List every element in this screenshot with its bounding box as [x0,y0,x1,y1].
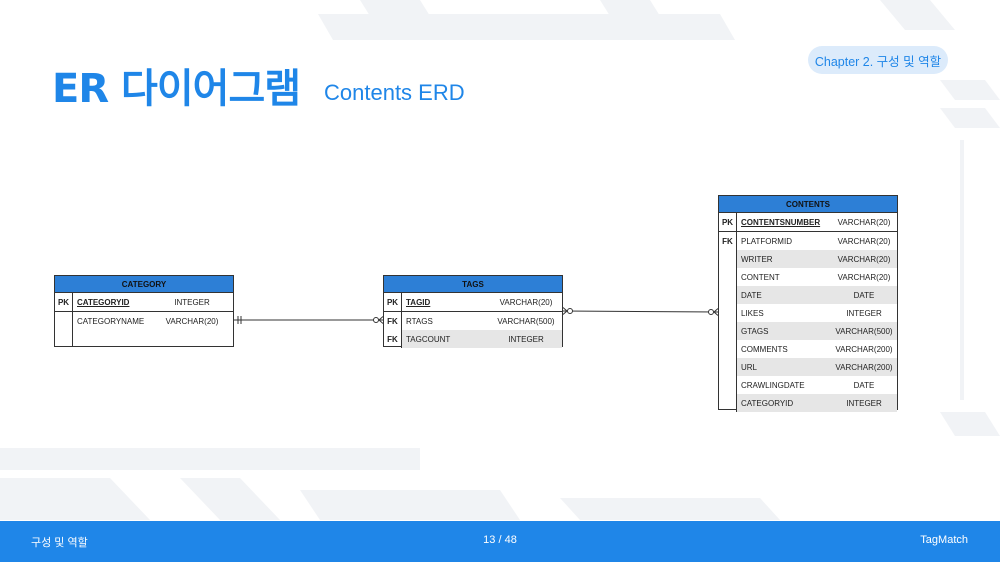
table-row: CONTENT VARCHAR(20) [719,268,897,286]
column-type: VARCHAR(200) [831,358,897,376]
footer-bar: 구성 및 역할 13 / 48 TagMatch [0,521,1000,562]
key-cell: PK [384,293,402,311]
column-name: GTAGS [737,322,831,340]
column-name: CATEGORYNAME [77,316,145,326]
table-row: FK TAGCOUNT INTEGER [384,330,562,348]
key-cell [719,394,737,412]
column-name: CONTENTSNUMBER [741,217,821,227]
table-row: CATEGORYNAME VARCHAR(20) [55,312,233,330]
key-cell [719,358,737,376]
key-cell: FK [719,232,737,250]
column-name: WRITER [737,250,831,268]
column-type: INTEGER [174,297,210,307]
table-header: TAGS [384,276,562,293]
footer-section: 구성 및 역할 [31,537,88,549]
key-cell [719,250,737,268]
column-name: DATE [737,286,831,304]
column-type: INTEGER [490,330,562,348]
column-type: DATE [853,380,875,390]
table-header: CATEGORY [55,276,233,293]
tags-table: TAGS PK TAGID VARCHAR(20) FK RTAGS VARCH… [383,275,563,348]
column-name: PLATFORMID [741,236,792,246]
table-row: WRITER VARCHAR(20) [719,250,897,268]
footer-brand: TagMatch [920,534,968,546]
table-row: URL VARCHAR(200) [719,358,897,376]
column-name: RTAGS [406,316,433,326]
page-number: 13 / 48 [483,534,517,546]
key-cell [719,304,737,322]
table-filler-row [55,330,233,347]
column-name: TAGID [406,297,431,307]
page-subtitle: Contents ERD [324,80,465,105]
key-cell: PK [719,213,737,231]
column-type: VARCHAR(20) [837,236,891,246]
key-cell [719,286,737,304]
key-cell [55,312,73,330]
table-header: CONTENTS [719,196,897,213]
column-name: COMMENTS [741,344,788,354]
column-type: VARCHAR(20) [165,316,219,326]
table-row: COMMENTS VARCHAR(200) [719,340,897,358]
column-name: CRAWLINGDATE [741,380,805,390]
table-row: GTAGS VARCHAR(500) [719,322,897,340]
column-type: VARCHAR(20) [837,217,891,227]
column-name: TAGCOUNT [402,330,490,348]
key-cell [719,376,737,394]
column-type: INTEGER [846,308,882,318]
table-row-pk: PK CONTENTSNUMBER VARCHAR(20) [719,213,897,232]
column-name: LIKES [741,308,764,318]
column-name: CONTENT [741,272,780,282]
table-row: CATEGORYID INTEGER [719,394,897,412]
chapter-badge: Chapter 2. 구성 및 역할 [808,46,948,74]
relation-tags-contents [562,310,719,313]
table-row: DATE DATE [719,286,897,304]
key-cell: FK [384,312,402,330]
column-name: URL [737,358,831,376]
table-row: FK RTAGS VARCHAR(500) [384,312,562,330]
category-table: CATEGORY PK CATEGORYID INTEGER CATEGORYN… [54,275,234,347]
table-row: LIKES INTEGER [719,304,897,322]
table-row-pk: PK CATEGORYID INTEGER [55,293,233,312]
key-cell: PK [55,293,73,311]
key-cell [55,330,73,347]
table-row: CRAWLINGDATE DATE [719,376,897,394]
table-row: FK PLATFORMID VARCHAR(20) [719,232,897,250]
column-type: DATE [831,286,897,304]
column-type: VARCHAR(20) [499,297,553,307]
contents-table: CONTENTS PK CONTENTSNUMBER VARCHAR(20) F… [718,195,898,412]
column-type: VARCHAR(20) [837,272,891,282]
column-type: VARCHAR(500) [831,322,897,340]
page-title: ER 다이어그램 [52,66,301,112]
column-type: INTEGER [831,394,897,412]
key-cell [719,340,737,358]
column-name: CATEGORYID [737,394,831,412]
column-type: VARCHAR(20) [831,250,897,268]
key-cell [719,268,737,286]
key-cell [719,322,737,340]
table-row-pk: PK TAGID VARCHAR(20) [384,293,562,312]
column-type: VARCHAR(500) [497,316,555,326]
column-name: CATEGORYID [77,297,130,307]
column-type: VARCHAR(200) [835,344,893,354]
key-cell: FK [384,330,402,348]
